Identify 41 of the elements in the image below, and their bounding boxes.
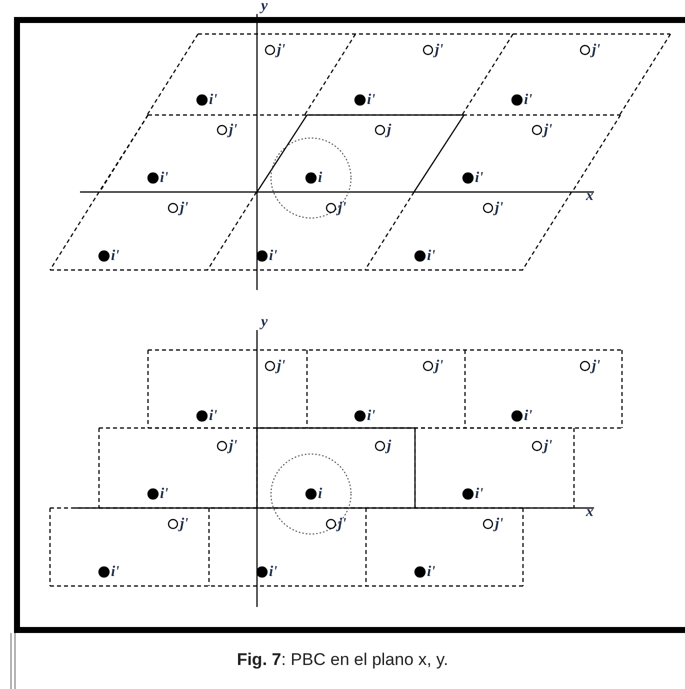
particle-label: i' (427, 249, 436, 264)
axis-label: x (586, 505, 594, 520)
particle-label: i' (209, 409, 218, 424)
particle-label: j' (495, 201, 504, 216)
particle-label: i' (111, 565, 120, 580)
axis-label: y (261, 315, 268, 330)
particle-label: j' (338, 517, 346, 532)
particle-label: j' (338, 201, 346, 216)
particle-label: i' (209, 93, 218, 108)
particle-label: i' (111, 249, 120, 264)
particle-label: i' (427, 565, 436, 580)
particle-label: i' (367, 409, 376, 424)
particle-label: j' (435, 43, 444, 58)
particle-label: j' (277, 359, 286, 374)
particle-label: i' (475, 487, 484, 502)
axis-label: x (586, 189, 594, 204)
particle-label: j' (229, 123, 238, 138)
particle-label: i' (524, 93, 532, 108)
particle-label: j' (592, 359, 600, 374)
particle-label: j' (544, 123, 552, 138)
particle-label: j' (544, 439, 552, 454)
particle-label: j (387, 439, 392, 454)
particle-label: i' (160, 487, 168, 502)
particle-label: i (318, 171, 322, 186)
particle-label: j (387, 123, 392, 138)
axis-label: y (261, 0, 268, 14)
particle-label: j' (180, 201, 188, 216)
particle-label: j' (495, 517, 504, 532)
particle-label: i' (524, 409, 532, 424)
particle-label: i' (367, 93, 376, 108)
particle-label: i' (475, 171, 484, 186)
particle-label: i (318, 487, 322, 502)
particle-label: j' (592, 43, 600, 58)
particle-label: j' (435, 359, 444, 374)
figure-caption: Fig. 7: PBC en el plano x, y. (236, 650, 450, 670)
particle-label: i' (269, 249, 278, 264)
particle-label: i' (269, 565, 278, 580)
particle-label: j' (277, 43, 286, 58)
particle-label: i' (160, 171, 168, 186)
particle-label: j' (229, 439, 238, 454)
particle-label: j' (180, 517, 188, 532)
